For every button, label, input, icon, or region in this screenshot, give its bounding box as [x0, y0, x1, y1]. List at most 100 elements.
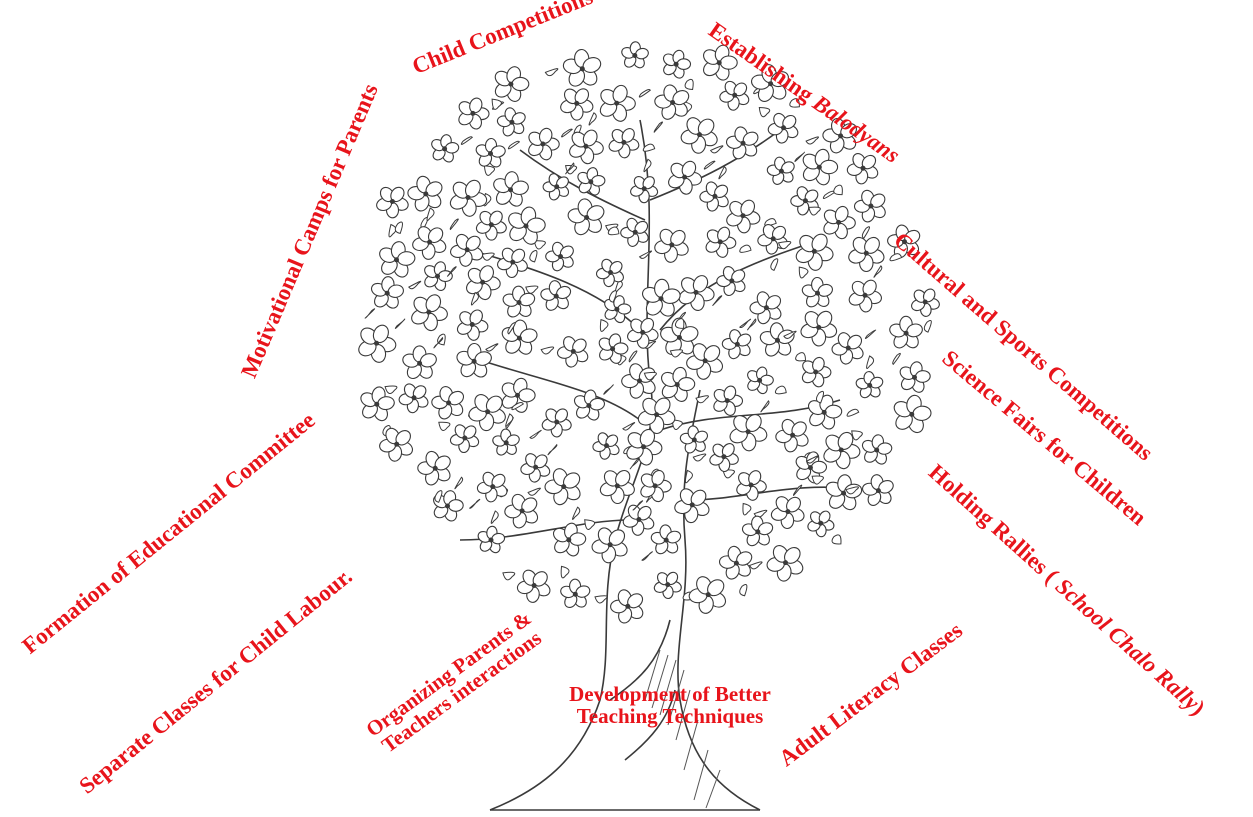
blossom-center	[462, 435, 468, 441]
blossom-center	[411, 395, 417, 401]
blossom-center	[673, 61, 679, 67]
leaf	[433, 336, 444, 349]
blossom-center	[423, 191, 429, 197]
blossom-center	[519, 508, 525, 514]
blossom-center	[740, 140, 746, 146]
leaf	[638, 89, 651, 98]
blossom-center	[775, 337, 780, 343]
leaf	[584, 519, 596, 530]
leaf	[760, 400, 770, 413]
blossom-center	[510, 259, 516, 265]
leaf	[816, 390, 824, 404]
leaf	[608, 290, 617, 303]
leaf	[561, 128, 573, 138]
blossom-center	[586, 403, 592, 409]
leaf	[873, 265, 883, 278]
blossom-center	[816, 324, 822, 330]
leaf	[599, 318, 609, 332]
blossom-center	[745, 429, 751, 435]
blossom-center	[432, 465, 438, 471]
blossom-center	[802, 198, 808, 204]
blossom-center	[561, 484, 567, 490]
leaf	[588, 112, 597, 126]
blossom-center	[732, 92, 738, 98]
blossom-center	[670, 100, 676, 105]
blossom-petal	[617, 303, 632, 315]
leaf	[674, 318, 685, 329]
blossom-center	[621, 139, 627, 145]
blossom-center	[553, 293, 559, 299]
leaf	[643, 158, 652, 173]
blossom-center	[604, 443, 609, 449]
blossom-center	[488, 537, 494, 543]
leaf	[485, 343, 499, 352]
blossom-center	[676, 335, 682, 340]
leaf	[833, 184, 843, 196]
leaf	[822, 190, 836, 199]
blossom-center	[614, 306, 620, 312]
blossom-center	[770, 236, 776, 242]
blossom-center	[640, 329, 646, 335]
blossom-center	[721, 454, 727, 460]
leaf	[529, 429, 542, 439]
leaf	[565, 165, 578, 175]
blossom-center	[768, 81, 774, 87]
blossom-center	[813, 369, 819, 375]
leaf	[808, 206, 821, 216]
blossom-center	[554, 184, 560, 190]
blossom-center	[903, 330, 909, 336]
blossom-center	[682, 174, 688, 180]
leaf	[805, 455, 820, 464]
blossom-center	[860, 165, 866, 171]
leaf	[892, 352, 901, 365]
blossom-center	[705, 592, 711, 598]
blossom-center	[516, 335, 522, 341]
blossom-center	[515, 392, 520, 398]
leaf	[394, 221, 403, 234]
blossom-center	[503, 440, 509, 446]
blossom-center	[394, 441, 400, 447]
blossom-center	[572, 591, 578, 597]
blossom-center	[663, 537, 669, 543]
blossom-center	[838, 447, 844, 453]
blossom-center	[469, 322, 475, 327]
leaf	[507, 140, 521, 150]
leaf	[434, 490, 443, 503]
blossom-center	[426, 309, 432, 315]
leaf	[789, 98, 800, 108]
blossom-center	[637, 378, 642, 384]
leaf	[831, 534, 842, 545]
blossom-center	[446, 400, 452, 406]
blossom-center	[909, 411, 915, 417]
blossom-center	[821, 409, 827, 415]
blossom-center	[583, 143, 589, 149]
blossom-center	[490, 484, 496, 490]
leaf	[364, 308, 376, 319]
blossom-center	[384, 290, 390, 296]
blossom-center	[818, 520, 824, 526]
blossom-center	[717, 239, 723, 245]
leaf	[638, 250, 652, 259]
blossom-petal	[677, 377, 696, 392]
blossom-center	[815, 290, 820, 296]
blossom-center	[470, 110, 476, 116]
leaf	[684, 469, 693, 484]
blossom-center	[641, 444, 646, 450]
leaf	[502, 571, 516, 581]
blossom-petal	[448, 499, 464, 512]
blossom-center	[579, 66, 585, 72]
blossom-center	[625, 603, 631, 609]
blossom-center	[697, 132, 702, 138]
blossom-center	[632, 229, 638, 235]
leaf	[641, 551, 653, 561]
blossom-center	[652, 483, 658, 489]
leaf	[449, 218, 459, 231]
blossom-center	[509, 119, 515, 125]
leaf	[490, 510, 499, 524]
leaf	[527, 487, 541, 496]
leaf	[547, 443, 558, 456]
blossom-center	[838, 133, 844, 139]
blossom-center	[712, 193, 718, 199]
blossom-center	[674, 382, 680, 388]
